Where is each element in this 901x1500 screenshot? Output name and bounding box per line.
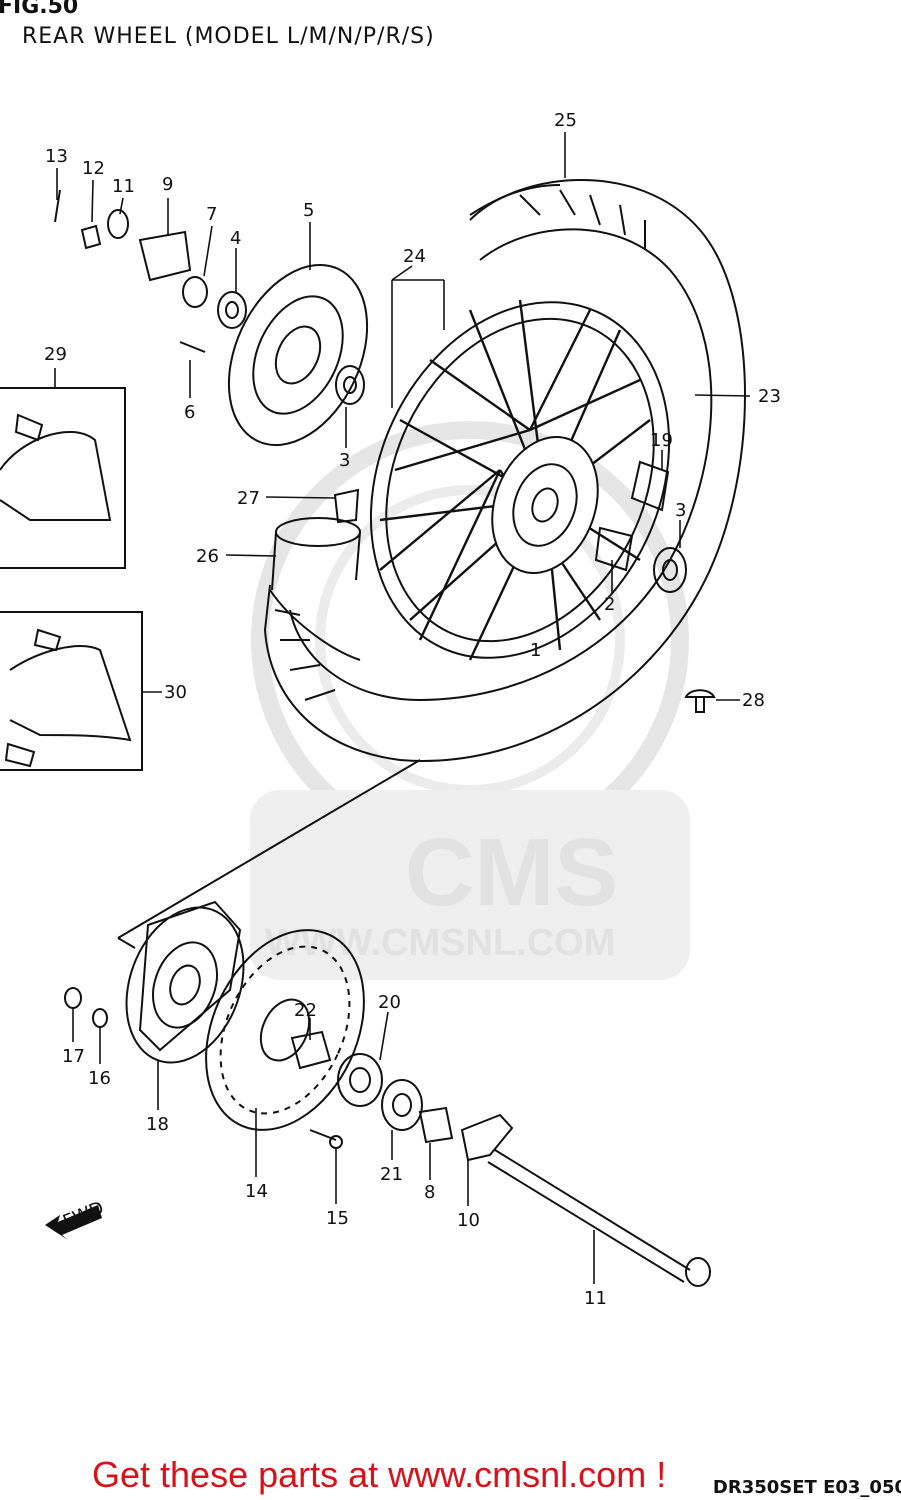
hub-bearings-upper [54,189,365,405]
callout-24: 23 [758,386,781,407]
callout-31: 30 [164,682,187,703]
inner-tube [271,488,361,591]
parts-shop-link[interactable]: Get these parts at www.cmsnl.com ! [92,1454,667,1495]
watermark-logo-text: CMS [405,819,618,926]
callout-5: 5 [303,200,314,221]
callout-28: 27 [237,488,260,509]
figure-title: REAR WHEEL (MODEL L/M/N/P/R/S) [22,24,435,49]
rear-axle [487,1149,711,1287]
chain-guard-upper [0,387,126,569]
callout-3-upper: 3 [339,450,350,471]
callout-18: 17 [62,1046,85,1067]
callout-7: 7 [206,204,217,225]
leader-lines [54,132,751,1284]
callout-6: 6 [184,402,195,423]
callout-29: 28 [742,690,765,711]
wheel-assembly [263,179,746,762]
section-divider [117,759,421,939]
cms-watermark: CMS WWW.CMSNL.COM [250,421,690,980]
callout-2: 2 [604,594,615,615]
forward-arrow-label: FWD [60,1197,107,1232]
callout-4: 4 [230,228,241,249]
valve-cap [684,689,716,713]
callout-13: 12 [82,158,105,179]
callout-labels: 25 13 12 11 9 7 4 5 24 6 3 29 23 19 3 27… [44,110,781,1309]
watermark-url-text: WWW.CMSNL.COM [265,922,615,964]
hub-spacer-right [594,460,687,593]
callout-27: 26 [196,546,219,567]
hub-bearings-lower [290,1030,514,1162]
callout-22: 21 [380,1164,403,1185]
figure-number: FIG.50 [0,0,79,19]
callout-14: 13 [45,146,68,167]
callout-10: 10 [457,1210,480,1231]
callout-17: 16 [88,1068,111,1089]
callout-11: 11 [584,1288,607,1309]
callout-1: 1 [530,640,541,661]
callout-21: 20 [378,992,401,1013]
callout-12: 11 [112,176,135,197]
callout-3-right: 3 [675,500,686,521]
callout-20: 19 [650,430,673,451]
chain-guard-lower [0,611,143,771]
callout-23: 22 [294,1000,317,1021]
callout-26: 25 [554,110,577,131]
forward-arrow-icon: FWD [45,1197,107,1240]
callout-30: 29 [44,344,67,365]
callout-25: 24 [403,246,426,267]
callout-9: 9 [162,174,173,195]
callout-16: 15 [326,1208,349,1229]
sprocket-hub [125,900,245,1064]
callout-8: 8 [424,1182,435,1203]
rear-sprocket [205,929,365,1131]
callout-19: 18 [146,1114,169,1135]
drawing-code: DR350SET E03_050 [712,1477,901,1498]
callout-15: 14 [245,1181,268,1202]
brake-disc [227,264,369,446]
